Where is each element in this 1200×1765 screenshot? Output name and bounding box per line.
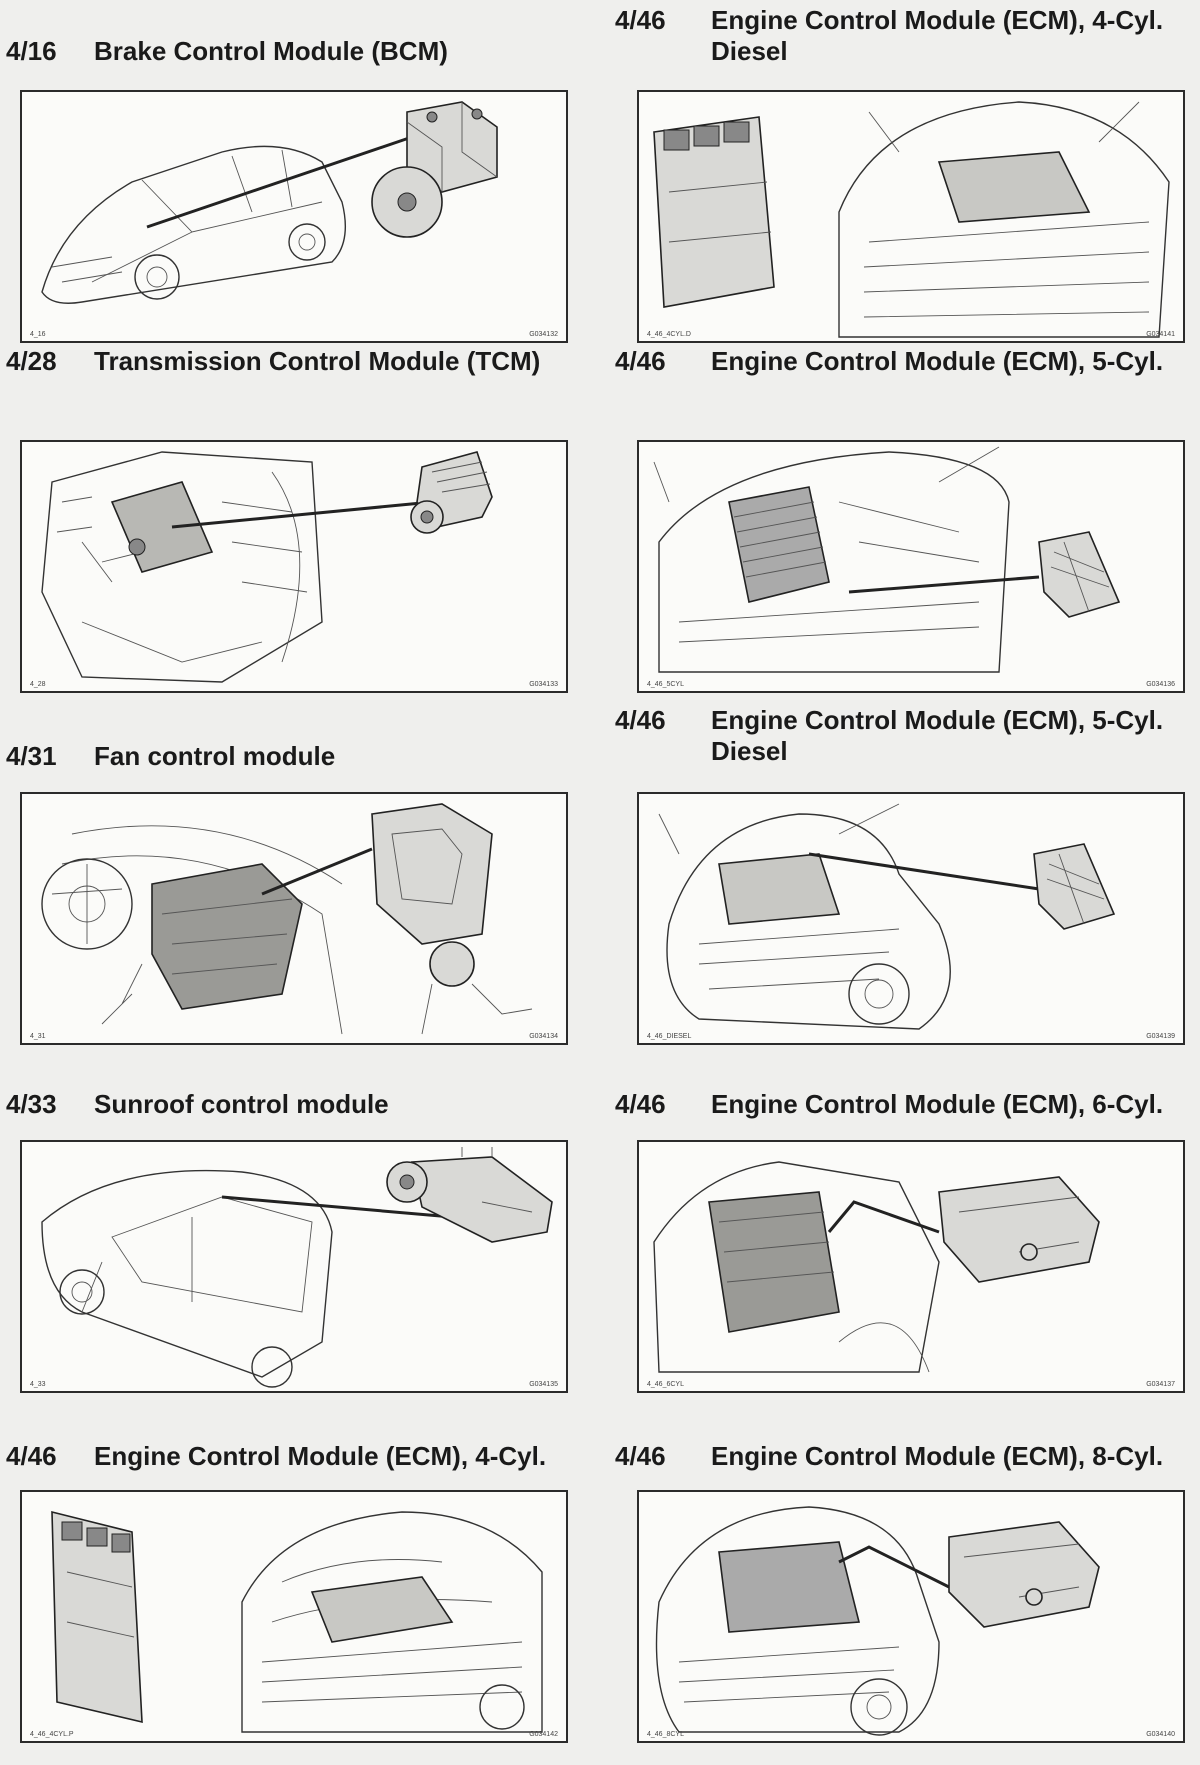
figure-id-right: G034137 <box>1146 1381 1175 1388</box>
entry-number: 4/46 <box>6 1441 57 1471</box>
entry-number: 4/28 <box>6 346 57 376</box>
figure-id-left: 4_28 <box>30 681 46 688</box>
entry-title: Brake Control Module (BCM) <box>94 36 448 66</box>
ecm-and-engine-bay-drawing <box>51 1510 543 1733</box>
entry-title: Sunroof control module <box>94 1089 389 1119</box>
entry-number: 4/33 <box>6 1089 57 1119</box>
dashboard-with-fan-module-drawing <box>41 803 533 1035</box>
figure-id-right: G034141 <box>1146 331 1175 338</box>
left-column: 4/16 Brake Control Module (BCM) 4_16 G03… <box>0 0 568 1765</box>
entry-title: Engine Control Module (ECM), 5-Cyl. <box>711 346 1164 376</box>
engine-with-ecm-drawing <box>653 1161 1100 1373</box>
entry-number: 4/16 <box>6 36 57 66</box>
figure-id-right: G034135 <box>529 1381 558 1388</box>
illustration-ecm-6cyl: 4_46_6CYL G034137 <box>637 1140 1185 1393</box>
figure-id-left: 4_16 <box>30 331 46 338</box>
entry-number: 4/46 <box>615 346 666 376</box>
figure-id-right: G034142 <box>529 1731 558 1738</box>
illustration-ecm-5cyl: 4_46_5CYL G034136 <box>637 440 1185 693</box>
figure-id-left: 4_46_DIESEL <box>647 1033 692 1040</box>
figure-id-left: 4_46_5CYL <box>647 681 684 688</box>
entry-number: 4/46 <box>615 5 666 35</box>
car-with-ecm-drawing <box>658 803 1116 1030</box>
figure-id-left: 4_46_6CYL <box>647 1381 684 1388</box>
ecm-and-engine-bay-drawing <box>653 101 1170 338</box>
car-with-bcm-drawing <box>41 101 498 304</box>
figure-id-right: G034139 <box>1146 1033 1175 1040</box>
illustration-fan-control: 4_31 G034134 <box>20 792 568 1045</box>
figure-id-right: G034136 <box>1146 681 1175 688</box>
illustration-tcm: 4_28 G034133 <box>20 440 568 693</box>
entry-number: 4/46 <box>615 1441 666 1471</box>
illustration-ecm-4cyl-diesel: 4_46_4CYL.D G034141 <box>637 90 1185 343</box>
illustration-ecm-4cyl: 4_46_4CYL.P G034142 <box>20 1490 568 1743</box>
figure-id-right: G034140 <box>1146 1731 1175 1738</box>
entry-title: Engine Control Module (ECM), 4-Cyl. <box>94 1441 547 1471</box>
car-with-sunroof-module-drawing <box>41 1147 553 1388</box>
engine-bay-with-ecm-drawing <box>653 446 1121 673</box>
entry-number: 4/31 <box>6 741 57 771</box>
entry-title: Engine Control Module (ECM), 8-Cyl. <box>711 1441 1164 1471</box>
entry-number: 4/46 <box>615 705 666 735</box>
figure-id-left: 4_46_4CYL.D <box>647 331 691 338</box>
right-column: 4/46 Engine Control Module (ECM), 4-Cyl.… <box>615 0 1185 1765</box>
illustration-ecm-8cyl: 4_46_8CYL G034140 <box>637 1490 1185 1743</box>
entry-title: Engine Control Module (ECM), 4-Cyl. Dies… <box>711 5 1164 66</box>
figure-id-right: G034134 <box>529 1033 558 1040</box>
figure-id-left: 4_33 <box>30 1381 46 1388</box>
figure-id-left: 4_46_4CYL.P <box>30 1731 74 1738</box>
figure-id-right: G034132 <box>529 331 558 338</box>
illustration-sunroof: 4_33 G034135 <box>20 1140 568 1393</box>
entry-title: Engine Control Module (ECM), 6-Cyl. <box>711 1089 1164 1119</box>
entry-number: 4/46 <box>615 1089 666 1119</box>
transmission-with-tcm-drawing <box>41 451 493 683</box>
car-with-ecm-drawing <box>655 1506 1100 1736</box>
illustration-ecm-5cyl-diesel: 4_46_DIESEL G034139 <box>637 792 1185 1045</box>
figure-id-right: G034133 <box>529 681 558 688</box>
entry-title: Transmission Control Module (TCM) <box>94 346 541 376</box>
figure-id-left: 4_46_8CYL <box>647 1731 684 1738</box>
entry-title: Fan control module <box>94 741 336 771</box>
figure-id-left: 4_31 <box>30 1033 46 1040</box>
entry-title: Engine Control Module (ECM), 5-Cyl. Dies… <box>711 705 1164 766</box>
illustration-bcm: 4_16 G034132 <box>20 90 568 343</box>
